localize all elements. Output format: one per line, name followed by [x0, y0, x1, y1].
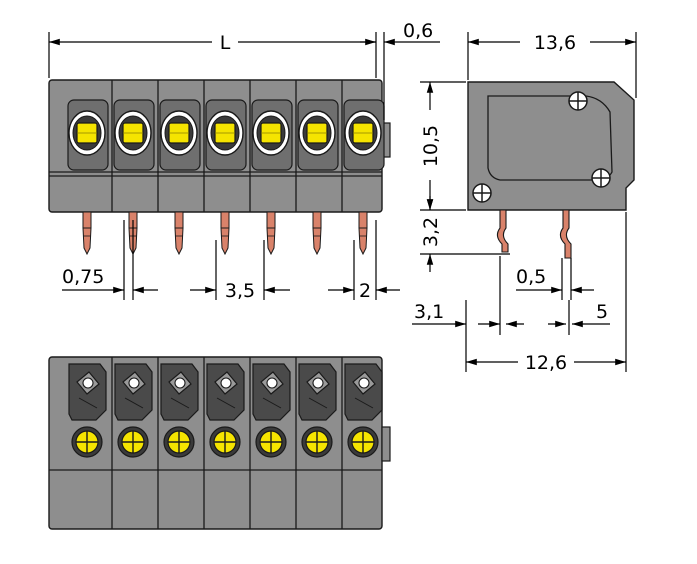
front-pole [157, 80, 201, 212]
wire-entry [255, 426, 287, 458]
bottom-latch [381, 426, 391, 462]
wire-entry [71, 426, 103, 458]
wire-entry [347, 426, 379, 458]
dim-pin-length-label: 3,2 [420, 217, 442, 247]
front-pole [67, 99, 109, 171]
wire-entry [209, 426, 241, 458]
dim-pitch-label: 3,5 [225, 280, 255, 302]
dim-width-bottom-label: 12,6 [525, 352, 567, 374]
dimension-lines [48, 32, 637, 372]
dim-offset-top-label: 0,6 [403, 20, 433, 42]
front-pin [312, 211, 322, 256]
bottom-poles [68, 357, 383, 529]
front-pin [82, 211, 92, 256]
front-pin [220, 211, 230, 256]
side-pin-2 [559, 209, 572, 259]
front-pole [341, 80, 385, 212]
bottom-pole [157, 357, 199, 529]
dimension-labels: L 0,6 13,6 10,5 3,2 0,75 3,5 2 0,5 3,1 5… [62, 20, 608, 374]
wire-entry [301, 426, 333, 458]
dim-width-top-label: 13,6 [534, 32, 576, 54]
front-pin [266, 211, 276, 256]
front-poles [67, 80, 385, 256]
front-pin [358, 211, 368, 256]
front-pole [295, 80, 339, 212]
side-view [467, 81, 635, 259]
bottom-pole [341, 357, 383, 529]
front-pole [111, 80, 155, 212]
side-recess [487, 95, 613, 181]
front-pole [203, 80, 247, 212]
dim-end-gap-label: 2 [359, 280, 371, 302]
dim-pin-offset-a-label: 3,1 [414, 301, 444, 323]
dim-height-side-label: 10,5 [420, 125, 442, 167]
wire-entry [163, 426, 195, 458]
dim-length-label: L [220, 32, 231, 54]
bottom-pole [203, 357, 245, 529]
side-hole-right [591, 168, 611, 188]
side-pin-1 [496, 209, 509, 253]
front-view [48, 79, 391, 256]
bottom-view [48, 356, 391, 530]
front-pin [174, 211, 184, 256]
bottom-pole [249, 357, 291, 529]
bottom-pole [68, 363, 107, 458]
side-hole-left [472, 183, 492, 203]
dim-pin-offset-b-label: 5 [596, 301, 608, 323]
wire-entry [117, 426, 149, 458]
dim-pin-thickness-label: 0,5 [516, 266, 546, 288]
bottom-pole [295, 357, 337, 529]
side-hole-top [568, 91, 588, 111]
front-pole [249, 80, 293, 212]
dim-pin-width-label: 0,75 [62, 266, 104, 288]
bottom-pole [111, 357, 153, 529]
